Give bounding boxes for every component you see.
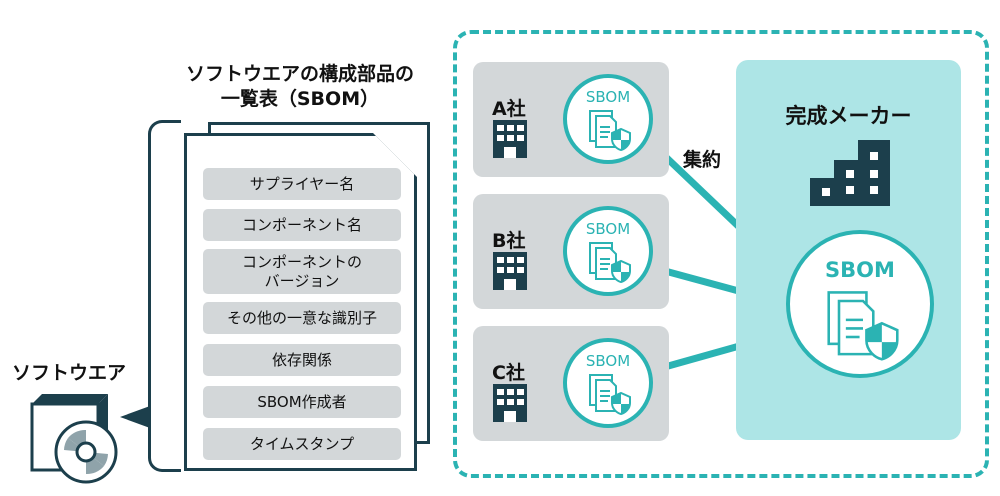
supplier-c: C社 SBOM (473, 326, 669, 441)
bracket (148, 120, 181, 472)
field-supplier-name: サプライヤー名 (203, 168, 401, 200)
supply-chain-boundary (453, 30, 989, 478)
supplier-a-sbom-badge: SBOM (563, 74, 653, 164)
sbom-label: SBOM (585, 88, 631, 106)
field-other-unique-identifier: その他の一意な識別子 (203, 302, 401, 334)
building-icon (493, 252, 527, 290)
sbom-document-shield-icon (589, 374, 631, 415)
sbom-list-title: ソフトウエアの構成部品の 一覧表（SBOM） (150, 62, 450, 112)
field-timestamp: タイムスタンプ (203, 428, 401, 460)
supplier-c-sbom-badge: SBOM (563, 338, 653, 428)
aggregate-label: 集約 (683, 149, 722, 171)
supplier-a: A社 SBOM (473, 62, 669, 177)
building-icon (493, 384, 527, 422)
supplier-b-name: B社 (492, 230, 526, 252)
sbom-list-title-line2: 一覧表（SBOM） (220, 88, 380, 110)
stepped-building-icon (810, 140, 890, 206)
field-component-version: コンポーネントの バージョン (203, 249, 401, 294)
final-manufacturer: 完成メーカー SBOM (736, 60, 961, 440)
supplier-a-name: A社 (492, 98, 526, 120)
maker-title: 完成メーカー (785, 104, 912, 128)
software-box-with-disc-icon (30, 394, 118, 484)
sbom-list-title-line1: ソフトウエアの構成部品の (185, 63, 414, 85)
sbom-label: SBOM (825, 258, 895, 282)
supplier-c-name: C社 (492, 362, 525, 384)
sbom-document-shield-icon (589, 242, 631, 283)
pointer-triangle-icon (120, 406, 150, 428)
sbom-document-shield-icon (589, 110, 631, 151)
sbom-label: SBOM (585, 220, 631, 238)
sbom-document: サプライヤー名 コンポーネント名 コンポーネントの バージョン その他の一意な識… (184, 133, 417, 471)
software-label: ソフトウエア (12, 362, 127, 384)
sbom-document-shield-icon (827, 291, 899, 361)
supplier-b-sbom-badge: SBOM (563, 206, 653, 296)
sbom-label: SBOM (585, 352, 631, 370)
supplier-b: B社 SBOM (473, 194, 669, 309)
field-component-name: コンポーネント名 (203, 209, 401, 241)
field-dependency: 依存関係 (203, 344, 401, 376)
field-sbom-author: SBOM作成者 (203, 386, 401, 418)
maker-sbom-badge: SBOM (786, 230, 934, 378)
building-icon (493, 120, 527, 158)
